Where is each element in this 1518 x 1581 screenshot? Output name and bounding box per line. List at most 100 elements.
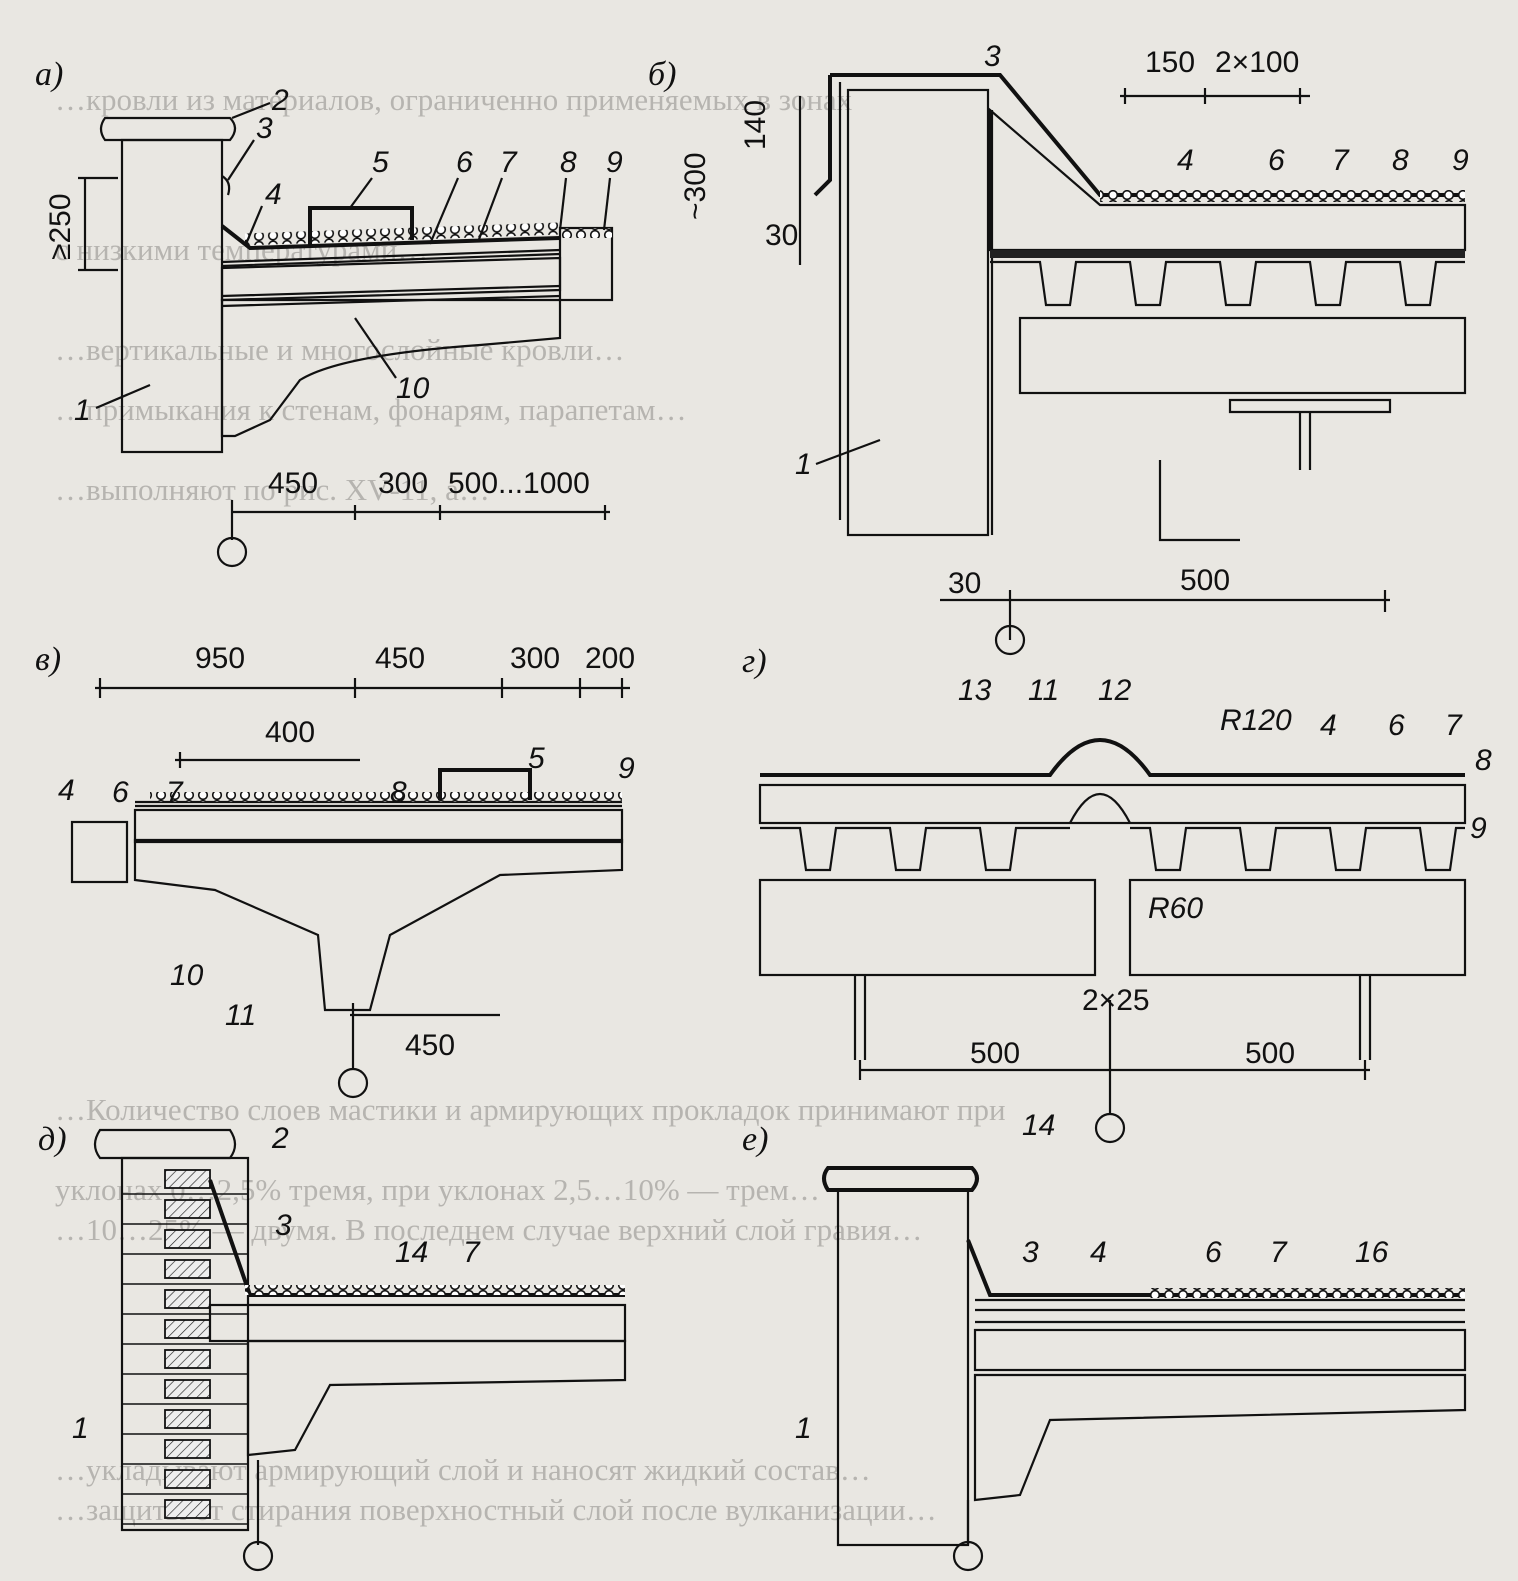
dim-v-450: 450 <box>375 642 425 675</box>
brick <box>164 1319 211 1339</box>
dim-g-500-right: 500 <box>1245 1037 1295 1070</box>
gravel <box>1150 1288 1465 1298</box>
panel-d: д) 1 2 3 7 14 <box>38 1121 627 1572</box>
gravel <box>150 792 622 802</box>
panel-g: г) R120 R60 2×25 500 500 4 6 7 8 9 11 12… <box>742 643 1492 1144</box>
panel-b: б) 150 2×100 140 ~300 30 30 500 1 <box>648 40 1469 656</box>
brick <box>164 1439 211 1459</box>
dim-v-300: 300 <box>510 642 560 675</box>
panel-v: в) 950 450 300 200 400 450 4 5 6 7 8 9 1… <box>35 641 635 1099</box>
background-text-line: …Количество слоев мастики и армирующих п… <box>55 1092 1006 1127</box>
background-text-line: …вертикальные и многослойные кровли… <box>55 332 624 367</box>
callout-g-8: 8 <box>1475 744 1492 777</box>
membrane <box>760 738 1465 777</box>
coping <box>99 116 237 142</box>
callout-g-11: 11 <box>1028 674 1059 707</box>
dim-b-150: 150 <box>1145 46 1195 79</box>
callout-e-1: 1 <box>795 1412 812 1445</box>
dim-v-400: 400 <box>265 716 315 749</box>
insulation <box>133 808 624 844</box>
callout-g-7: 7 <box>1445 709 1463 742</box>
dim-b-2x100: 2×100 <box>1215 46 1299 79</box>
panel-b-letter: б) <box>648 56 676 93</box>
dim-a-250: ≥250 <box>44 193 77 260</box>
dim-g-r60: R60 <box>1148 892 1203 925</box>
callout-g-12: 12 <box>1098 674 1132 707</box>
callout-v-7: 7 <box>166 776 184 809</box>
callout-a-5: 5 <box>372 146 389 179</box>
panel-v-letter: в) <box>35 641 61 678</box>
callout-d-1: 1 <box>72 1412 89 1445</box>
purlin <box>1018 316 1467 395</box>
parapet-wall <box>836 1188 970 1547</box>
profiled-deck <box>990 260 1465 307</box>
axis-marker-b <box>994 624 1026 656</box>
callout-v-6: 6 <box>112 776 129 809</box>
gravel <box>1100 190 1465 202</box>
callout-g-4: 4 <box>1320 709 1337 742</box>
profiled-deck <box>760 826 1465 872</box>
axis-marker-v <box>337 1067 369 1099</box>
gravel <box>245 1285 625 1295</box>
dim-a-300: 300 <box>378 467 428 500</box>
callout-e-16: 16 <box>1355 1236 1389 1269</box>
dim-b-500: 500 <box>1180 564 1230 597</box>
dim-b-30-top: 30 <box>765 219 798 252</box>
callout-d-3: 3 <box>275 1209 292 1242</box>
brick <box>164 1349 211 1369</box>
dim-a-500-1000: 500...1000 <box>448 467 590 500</box>
dim-g-500-left: 500 <box>970 1037 1020 1070</box>
brick <box>164 1499 211 1519</box>
panel-g-letter: г) <box>742 643 767 680</box>
dim-b-300: ~300 <box>679 152 712 220</box>
callout-a-7: 7 <box>500 146 518 179</box>
purlin-left <box>758 878 1097 977</box>
callout-v-5: 5 <box>528 742 545 775</box>
brick <box>164 1169 211 1189</box>
brick-courses <box>122 1169 248 1525</box>
cap-flashing <box>822 1166 979 1192</box>
background-text-line: …кровли из материалов, ограниченно приме… <box>55 82 853 117</box>
slab <box>246 1339 627 1457</box>
callout-b-9: 9 <box>1452 144 1469 177</box>
callout-d-14: 14 <box>395 1236 428 1269</box>
panel-e-letter: е) <box>742 1121 768 1158</box>
insulation <box>208 1303 627 1343</box>
panel-d-letter: д) <box>38 1121 67 1158</box>
parapet-wall <box>846 88 990 537</box>
panel-a-letter: а) <box>35 56 63 93</box>
brick <box>164 1289 211 1309</box>
brick <box>164 1199 211 1219</box>
flashing <box>830 73 1465 197</box>
callout-g-6: 6 <box>1388 709 1405 742</box>
gravel <box>245 222 560 246</box>
coping <box>93 1128 237 1160</box>
dim-b-140: 140 <box>739 100 772 150</box>
callout-a-9: 9 <box>606 146 623 179</box>
callout-e-6: 6 <box>1205 1236 1222 1269</box>
callout-b-8: 8 <box>1392 144 1409 177</box>
callout-v-8: 8 <box>390 776 407 809</box>
background-text: …кровли из материалов, ограниченно приме… <box>55 82 1006 1527</box>
panel-e: е) 1 3 4 6 7 14 16 <box>742 1109 1467 1572</box>
background-text-line: …примыкания к стенам, фонарям, парапетам… <box>55 392 687 427</box>
callout-a-10: 10 <box>396 372 430 405</box>
callout-a-4: 4 <box>265 178 282 211</box>
purlin-right <box>1128 878 1467 977</box>
callout-e-14: 14 <box>1022 1109 1055 1142</box>
axis-marker-d <box>242 1540 274 1572</box>
axis-marker-e <box>952 1540 984 1572</box>
callout-v-4: 4 <box>58 774 75 807</box>
callout-v-10: 10 <box>170 959 204 992</box>
background-text-line: …выполняют по рис. XV‑11, а… <box>55 472 490 507</box>
dim-b-30-bottom: 30 <box>948 567 981 600</box>
dim-v-950: 950 <box>195 642 245 675</box>
callout-b-3: 3 <box>984 40 1001 73</box>
callout-d-2: 2 <box>271 1122 289 1155</box>
dim-v-200: 200 <box>585 642 635 675</box>
callout-b-6: 6 <box>1268 144 1285 177</box>
vent-hood <box>308 206 414 245</box>
callout-e-3: 3 <box>1022 1236 1039 1269</box>
slab <box>220 298 562 438</box>
